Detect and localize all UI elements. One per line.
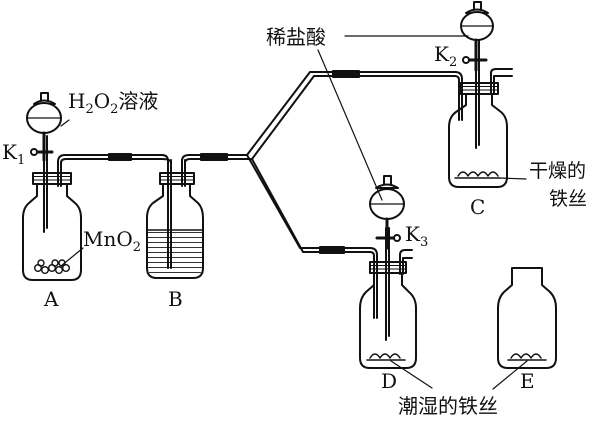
k3-label: K3 — [405, 222, 428, 250]
dry-iron-wire — [457, 171, 499, 177]
label-b: B — [168, 287, 183, 311]
dry-wire-label-line1: 干燥的 — [529, 160, 586, 182]
wet-pointer-d — [390, 360, 433, 389]
funnel-a — [26, 92, 70, 162]
hcl-pointer-d — [317, 49, 383, 201]
mno2-pointer — [60, 247, 84, 267]
dry-wire-label-line2: 铁丝 — [549, 188, 587, 210]
label-e: E — [520, 369, 535, 393]
wet-iron-wire-d — [369, 353, 401, 359]
bottle-e — [497, 267, 557, 369]
label-a: A — [43, 287, 59, 311]
label-c: C — [470, 195, 485, 219]
tube-b-junction — [181, 70, 456, 254]
bottle-d — [359, 227, 417, 369]
k2-label: K2 — [434, 42, 457, 70]
mno2-granules — [34, 259, 71, 275]
k1-label: K1 — [2, 140, 25, 168]
funnel-c — [460, 1, 494, 72]
bottle-a — [22, 135, 82, 281]
bottle-c — [448, 39, 527, 188]
mno2-label: MnO2 — [83, 227, 141, 255]
labels: H2O2溶液 K1 MnO2 A B 稀盐酸 K2 C 干燥的 铁丝 K3 D … — [2, 25, 587, 418]
wet-wire-label: 潮湿的铁丝 — [398, 394, 498, 418]
bottle-b — [146, 159, 204, 279]
wet-pointer-e — [492, 360, 528, 390]
wet-iron-wire-e — [510, 353, 542, 359]
funnel-d — [369, 175, 405, 250]
hcl-label: 稀盐酸 — [266, 25, 326, 49]
tube-a-b — [57, 153, 172, 164]
h2o2-label: H2O2溶液 — [68, 89, 158, 117]
label-d: D — [381, 369, 397, 393]
